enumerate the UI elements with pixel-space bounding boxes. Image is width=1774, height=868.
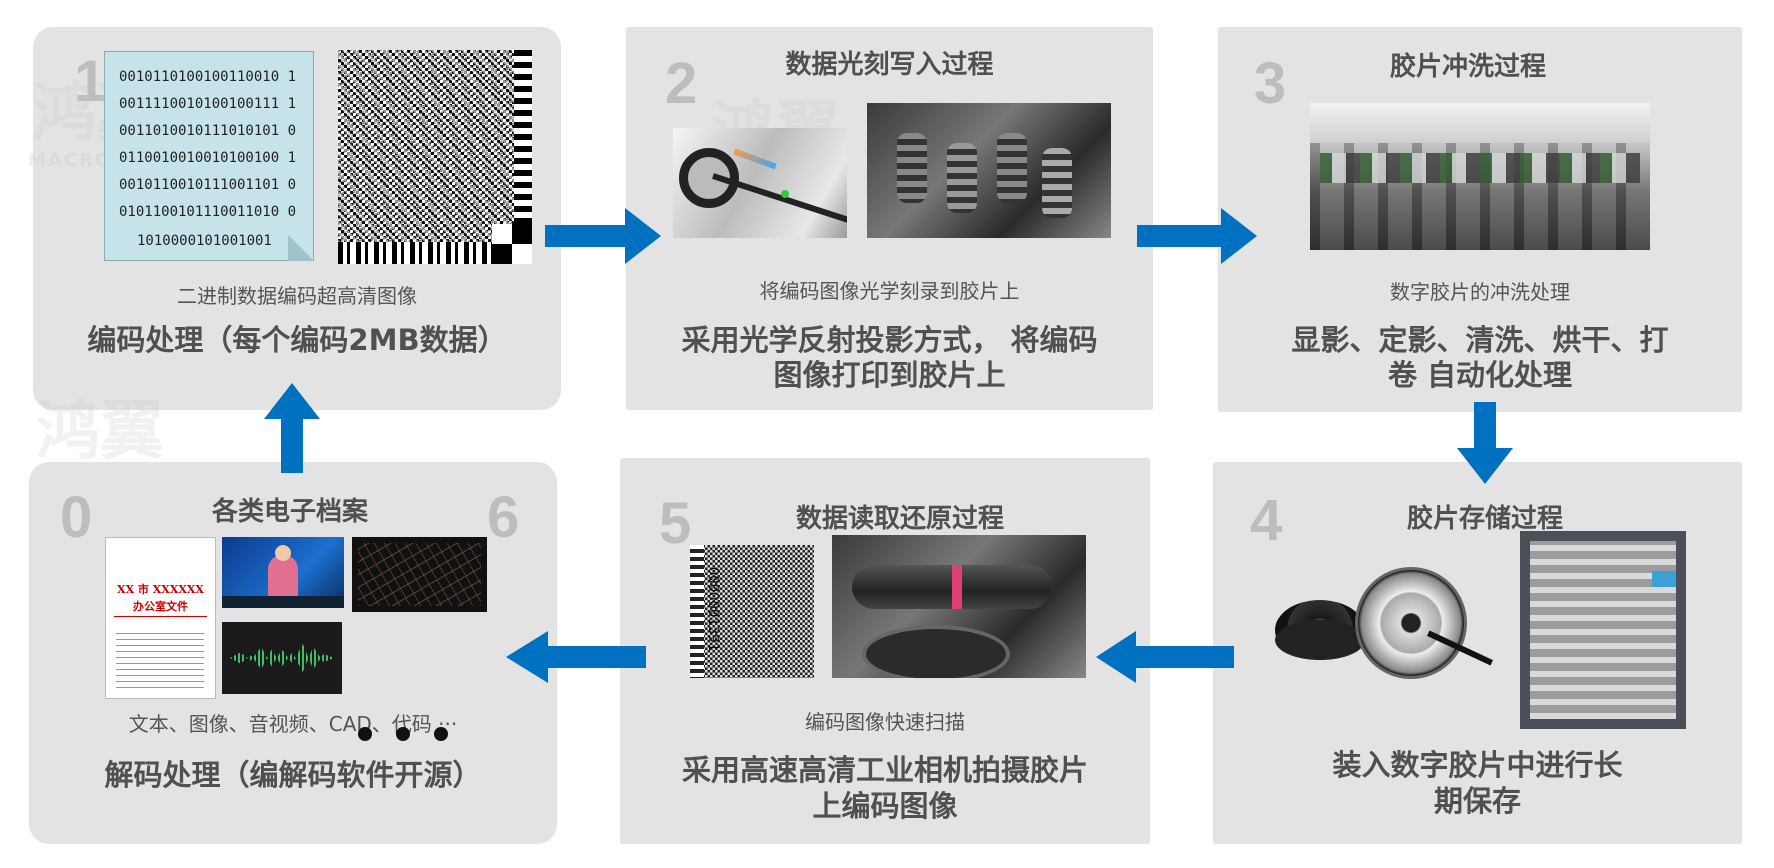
step-2-number: 2 bbox=[665, 51, 698, 116]
storage-cabinet-photo bbox=[1520, 531, 1686, 729]
step-3-description-line-2: 卷 自动化处理 bbox=[1387, 358, 1573, 392]
binary-document-image: 0010110100100110010 1 001111001010010011… bbox=[104, 51, 314, 261]
step-3-title: 胶片冲洗过程 bbox=[1389, 52, 1546, 82]
scan-label: 0000001391 bbox=[705, 566, 721, 652]
arrow-3-to-4 bbox=[1457, 402, 1513, 484]
binary-line: 0011010010111010101 0 bbox=[119, 123, 297, 139]
step-4-number: 4 bbox=[1250, 488, 1283, 553]
step-5-caption: 编码图像快速扫描 bbox=[805, 710, 965, 734]
binary-line: 0110010010010100100 1 bbox=[119, 150, 297, 166]
step-2-caption: 将编码图像光学刻录到胶片上 bbox=[759, 279, 1020, 303]
step-4-title: 胶片存储过程 bbox=[1406, 504, 1563, 534]
step-1-number: 1 bbox=[74, 49, 107, 114]
step-0-number: 0 bbox=[60, 485, 93, 550]
laser-writing-photo bbox=[673, 128, 847, 238]
doc-title: XX 市 XXXXXX bbox=[117, 583, 204, 596]
step-1-caption: 二进制数据编码超高清图像 bbox=[177, 284, 417, 308]
step-5-description-line-2: 上编码图像 bbox=[812, 789, 958, 823]
step-5-description-line-1: 采用高速高清工业相机拍摄胶片 bbox=[681, 753, 1088, 787]
binary-line: 0010110100100110010 1 bbox=[119, 69, 297, 85]
news-video-image bbox=[222, 537, 344, 608]
ellipsis-dots-icon bbox=[358, 727, 448, 741]
industrial-camera-photo bbox=[832, 535, 1086, 678]
step-4-description-line-1: 装入数字胶片中进行长 bbox=[1332, 748, 1623, 782]
scan-film-image: 0000001391 bbox=[690, 545, 814, 678]
step-3-description-line-1: 显影、定影、清洗、烘干、打 bbox=[1291, 323, 1669, 357]
arrow-5-to-0 bbox=[506, 631, 646, 683]
step-3-number: 3 bbox=[1254, 51, 1287, 116]
arrow-2-to-3 bbox=[1137, 208, 1257, 264]
binary-line: 0010110010111001101 0 bbox=[119, 177, 297, 193]
cad-image bbox=[352, 537, 487, 612]
arrow-4-to-5 bbox=[1096, 631, 1234, 683]
arrow-1-to-2 bbox=[545, 208, 661, 264]
step-0-number-right: 6 bbox=[487, 485, 520, 550]
step-1-description: 编码处理（每个编码2MB数据） bbox=[87, 323, 507, 357]
arrow-0-to-1 bbox=[264, 383, 320, 473]
step-0-description: 解码处理（编解码软件开源） bbox=[104, 758, 482, 792]
binary-line: 1010000101001001 bbox=[137, 233, 272, 249]
step-5-title: 数据读取还原过程 bbox=[795, 504, 1004, 534]
film-developer-photo bbox=[1310, 103, 1650, 250]
office-document-image: XX 市 XXXXXX 办公室文件 bbox=[105, 537, 216, 699]
step-3-caption: 数字胶片的冲洗处理 bbox=[1390, 280, 1570, 304]
step-2-title: 数据光刻写入过程 bbox=[785, 50, 994, 80]
step-5-number: 5 bbox=[659, 491, 692, 556]
encoded-image bbox=[338, 50, 532, 264]
step-0-caption: 文本、图像、音视频、CAD、代码 ··· bbox=[128, 712, 458, 736]
film-reels-image bbox=[1275, 565, 1495, 685]
binary-line: 0101100101110011010 0 bbox=[119, 204, 297, 220]
binary-line: 0011110010100100111 1 bbox=[119, 96, 297, 112]
step-2-description-line-1: 采用光学反射投影方式， 将编码 bbox=[681, 323, 1098, 357]
step-4-description-line-2: 期保存 bbox=[1433, 784, 1521, 818]
writing-machine-photo bbox=[867, 103, 1111, 238]
page-fold-icon bbox=[288, 235, 314, 261]
step-2-description-line-2: 图像打印到胶片上 bbox=[773, 358, 1006, 392]
audio-waveform-image bbox=[222, 622, 342, 694]
doc-subtitle: 办公室文件 bbox=[133, 600, 188, 613]
step-0-title: 各类电子档案 bbox=[211, 497, 368, 527]
